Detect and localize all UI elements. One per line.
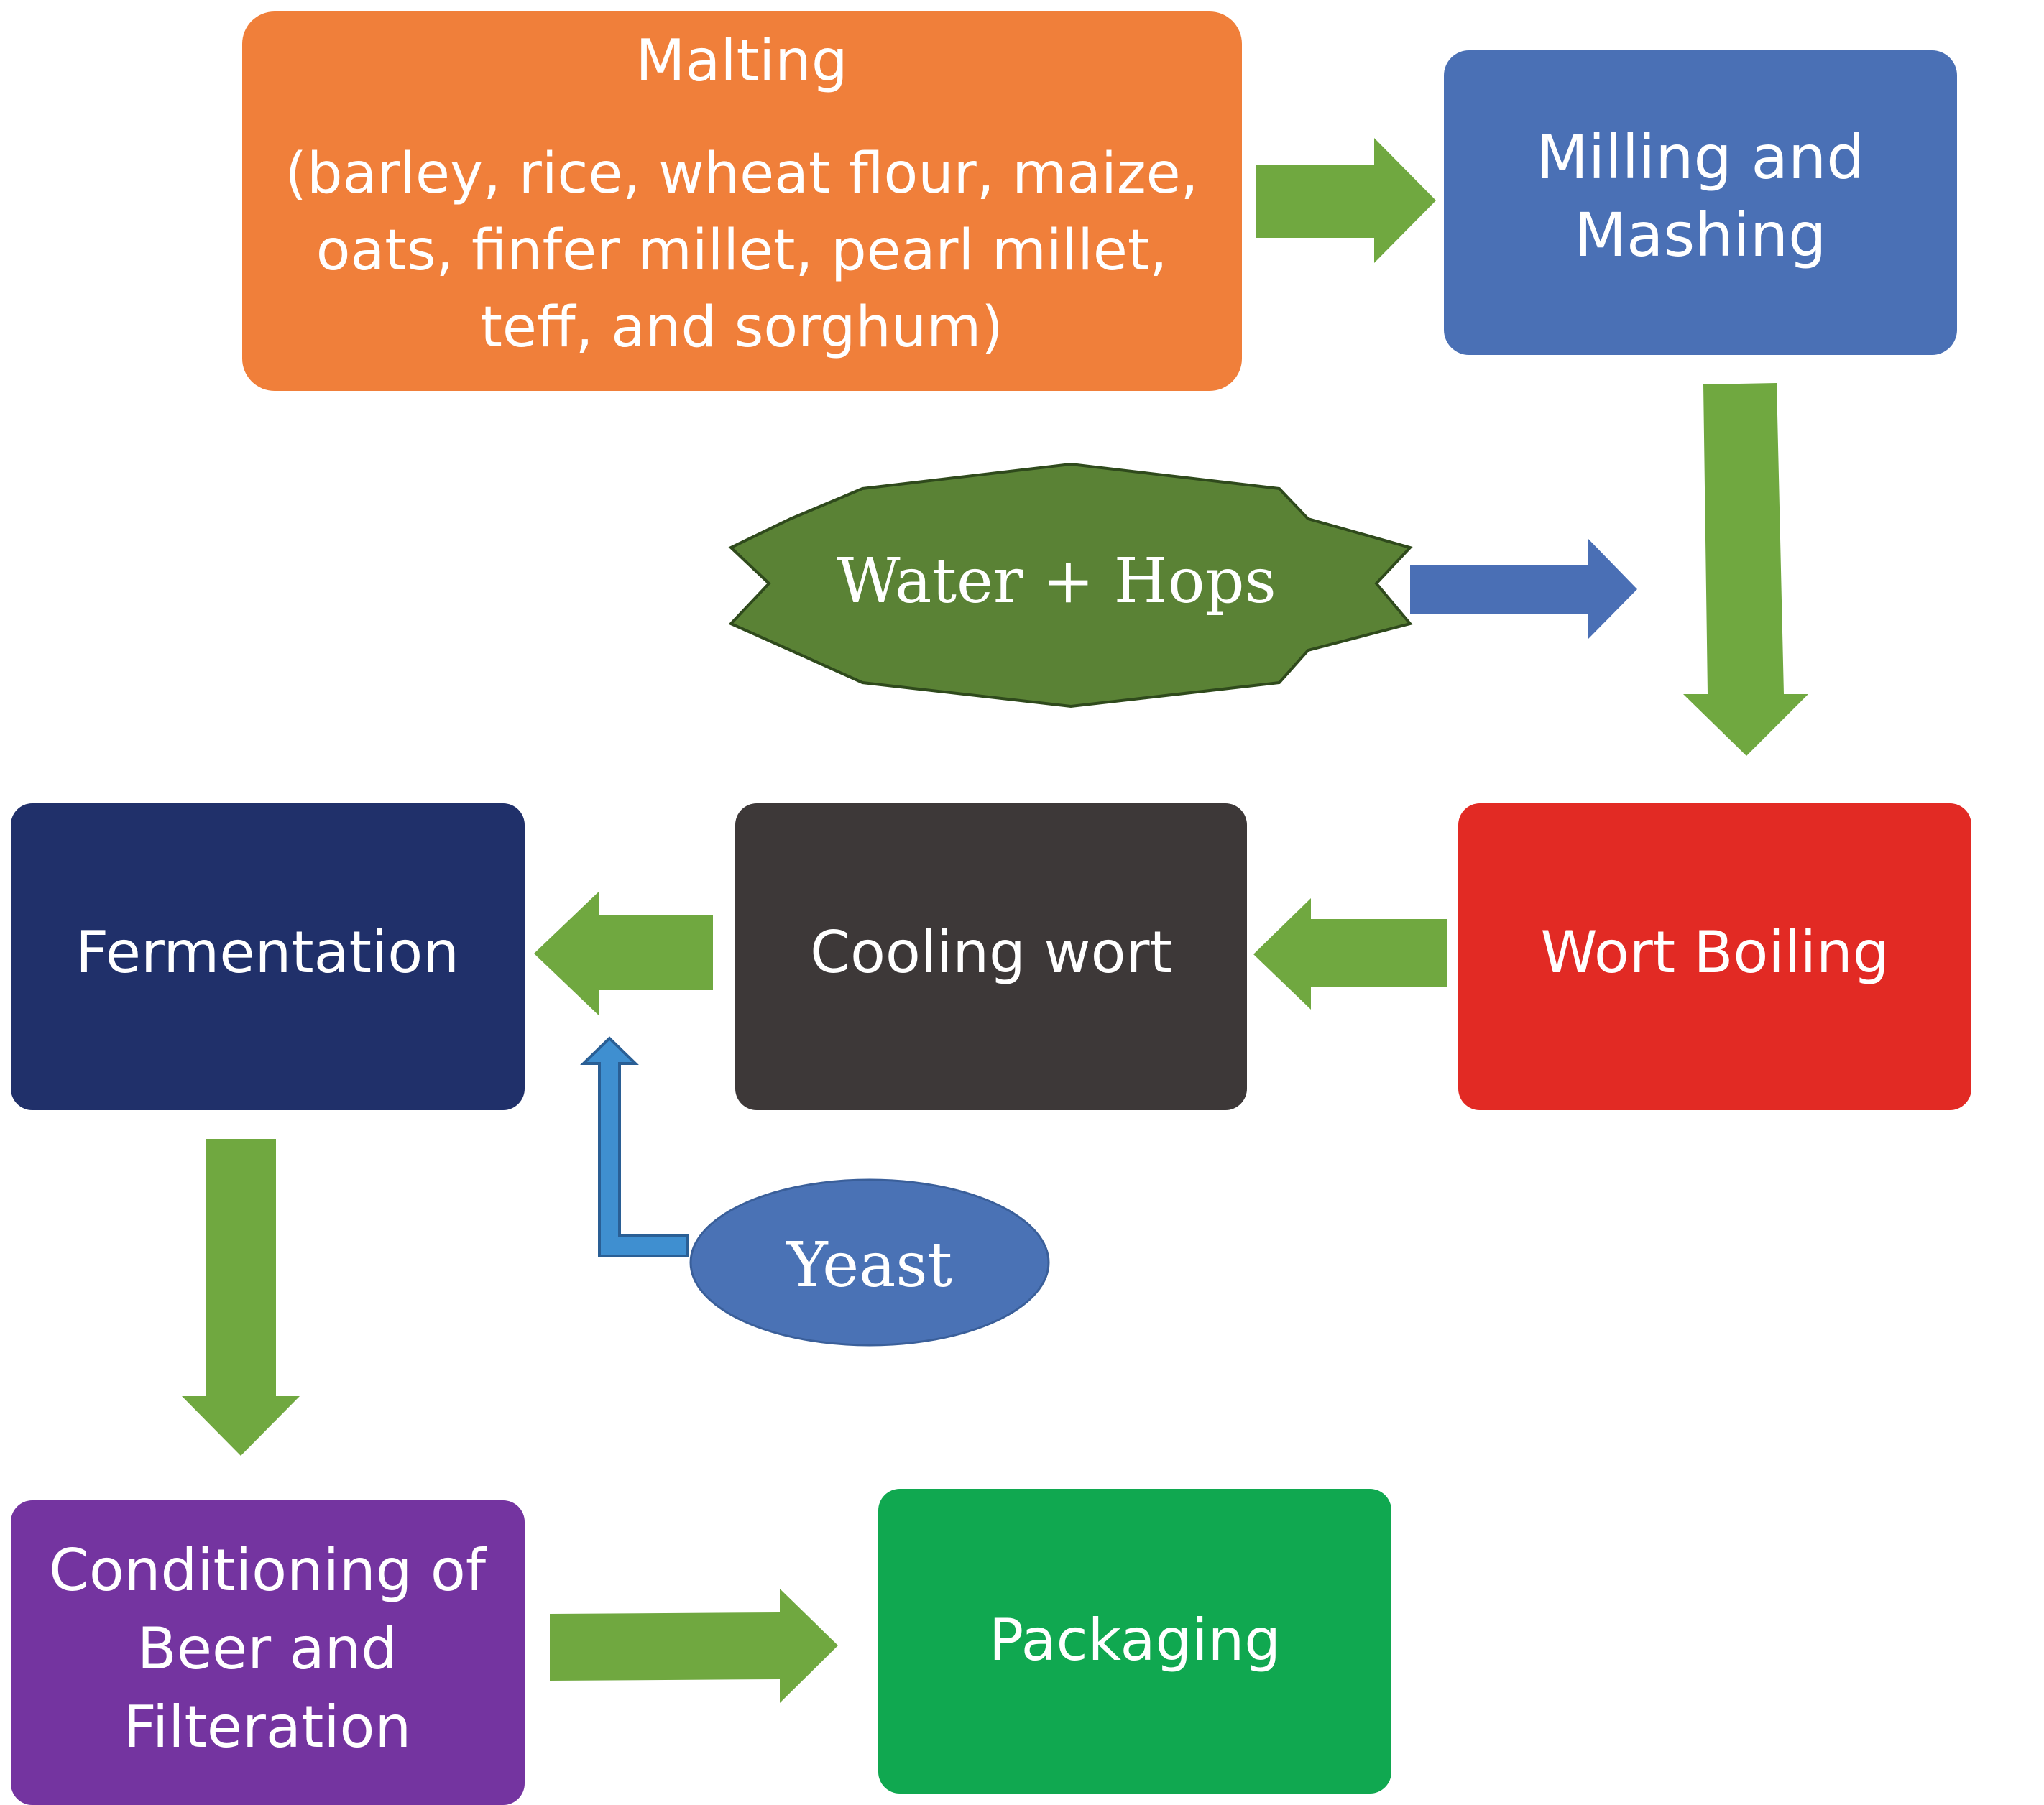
- fermentation-label: Fermentation: [75, 919, 459, 986]
- malting-grains-line3: teff, and sorghum): [480, 295, 1003, 360]
- conditioning-label-line3: Filteration: [124, 1694, 411, 1760]
- wort-boiling-box: Wort Boiling: [1458, 803, 1971, 1110]
- arrow-yeast-to-fermentation: [580, 1036, 689, 1257]
- fermentation-box: Fermentation: [11, 803, 525, 1110]
- milling-label-line1: Milling and: [1536, 122, 1864, 193]
- wort-boiling-label: Wort Boiling: [1540, 919, 1889, 986]
- packaging-label: Packaging: [989, 1607, 1281, 1674]
- malting-grains-line1: (barley, rice, wheat flour, maize,: [285, 142, 1199, 206]
- arrow-conditioning-to-packaging: [550, 1589, 838, 1703]
- arrow-malting-to-milling: [1256, 138, 1436, 263]
- milling-mashing-box: Milling and Mashing: [1444, 50, 1957, 355]
- conditioning-label-line1: Conditioning of: [49, 1537, 487, 1604]
- arrow-cooling-to-fermentation: [534, 892, 713, 1015]
- malting-title: Malting: [635, 27, 847, 94]
- water-hops-star: Water + Hops: [728, 462, 1413, 708]
- cooling-wort-label: Cooling wort: [810, 919, 1172, 986]
- yeast-ellipse: Yeast: [689, 1178, 1050, 1347]
- arrow-milling-to-wort-boiling: [1683, 383, 1808, 756]
- malting-box: Malting (barley, rice, wheat flour, maiz…: [242, 11, 1242, 391]
- conditioning-filtration-box: Conditioning of Beer and Filteration: [11, 1500, 525, 1805]
- arrow-fermentation-to-conditioning: [182, 1139, 300, 1456]
- yeast-label: Yeast: [786, 1229, 952, 1301]
- milling-label-line2: Mashing: [1575, 200, 1827, 270]
- packaging-box: Packaging: [878, 1489, 1391, 1794]
- conditioning-label-line2: Beer and: [137, 1615, 397, 1682]
- arrow-wort-to-cooling: [1253, 898, 1447, 1010]
- malting-grains-line2: oats, finfer millet, pearl millet,: [316, 218, 1168, 283]
- cooling-wort-box: Cooling wort: [735, 803, 1247, 1110]
- water-hops-label: Water + Hops: [837, 545, 1276, 617]
- arrow-water-hops-to-wort: [1410, 539, 1637, 639]
